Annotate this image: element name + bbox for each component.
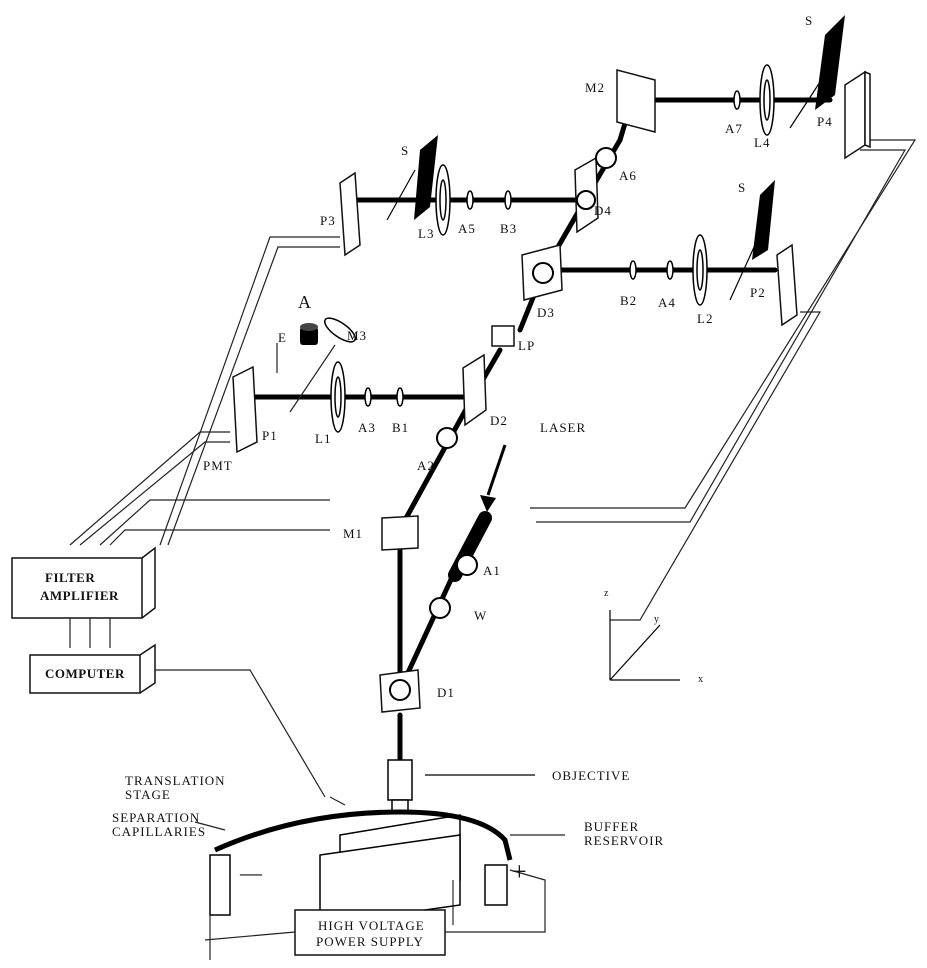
label-filter: FILTER [45, 570, 95, 585]
label-l3: L3 [418, 226, 434, 241]
label-a4: A4 [658, 295, 676, 310]
label-d3: D3 [537, 305, 555, 320]
separation-capillary [209, 809, 513, 916]
shutters [414, 15, 845, 260]
dichroic-d1 [379, 669, 421, 713]
plus-sign: + [512, 857, 528, 886]
minus-sign: — [239, 860, 263, 885]
mirror-m1 [381, 515, 419, 551]
label-p4: P4 [817, 114, 833, 129]
translation-stage [319, 814, 461, 926]
label-d2: D2 [490, 413, 508, 428]
label-b2: B2 [620, 293, 637, 308]
label-stage: STAGE [125, 787, 171, 802]
apertures [429, 147, 617, 619]
label-lp: LP [518, 338, 535, 353]
dichroic-d2 [462, 353, 487, 427]
label-d1: D1 [437, 685, 455, 700]
detector-p3 [339, 171, 361, 257]
computer-box [29, 643, 156, 694]
hv-power-box [294, 909, 446, 956]
label-b3: B3 [500, 221, 517, 236]
label-laser: LASER [540, 420, 586, 435]
label-s-left: S [401, 143, 409, 158]
lenses [330, 64, 775, 433]
label-translation: TRANSLATION [125, 773, 226, 788]
objective-lens [387, 759, 535, 813]
label-d4: D4 [594, 203, 612, 218]
label-axis-x: x [698, 674, 704, 685]
eye-symbol [276, 343, 336, 413]
xyz-axes [609, 610, 680, 681]
label-p1: P1 [262, 428, 278, 443]
label-axis-z: z [604, 588, 609, 599]
dichroic-d4 [574, 156, 599, 234]
filter-amplifier-box [11, 546, 156, 619]
label-l1: L1 [315, 431, 331, 446]
label-m3: M3 [347, 328, 367, 343]
label-pmt: PMT [203, 458, 233, 473]
label-s-top: S [805, 13, 813, 28]
long-pass-filter-lp [491, 325, 515, 347]
eyepiece-e [300, 323, 318, 345]
label-hv-1: HIGH VOLTAGE [318, 918, 425, 933]
label-axis-y: y [654, 614, 660, 625]
label-a7: A7 [725, 121, 743, 136]
detector-p2 [776, 243, 798, 327]
label-m2: M2 [585, 80, 605, 95]
eye-icon: A [298, 292, 312, 312]
label-capillaries: CAPILLARIES [112, 824, 206, 839]
platform-outline [69, 139, 917, 621]
label-b1: B1 [392, 420, 409, 435]
label-w: W [474, 608, 487, 623]
label-a3: A3 [358, 420, 376, 435]
dichroic-d3 [521, 244, 563, 301]
label-s-mid: S [738, 180, 746, 195]
label-reservoir: RESERVOIR [584, 833, 664, 848]
label-buffer: BUFFER [584, 819, 639, 834]
label-e: E [278, 330, 287, 345]
label-computer: COMPUTER [45, 666, 125, 681]
label-a2: A2 [417, 458, 435, 473]
label-a6: A6 [619, 168, 637, 183]
detector-p1 [232, 365, 258, 454]
label-a5: A5 [458, 221, 476, 236]
mirror-m2 [616, 69, 656, 133]
label-separation: SEPARATION [112, 810, 200, 825]
label-a1: A1 [483, 563, 501, 578]
label-l4: L4 [754, 135, 770, 150]
label-p2: P2 [750, 285, 766, 300]
label-hv-2: POWER SUPPLY [316, 934, 424, 949]
wires [69, 618, 565, 960]
detector-p4 [844, 70, 871, 160]
label-p3: P3 [320, 213, 336, 228]
label-l2: L2 [697, 311, 713, 326]
label-objective: OBJECTIVE [552, 768, 630, 783]
shutter-arrows [386, 81, 821, 301]
mirror-m3 [323, 317, 357, 343]
label-m1: M1 [343, 526, 363, 541]
label-amplifier: AMPLIFIER [40, 588, 119, 603]
